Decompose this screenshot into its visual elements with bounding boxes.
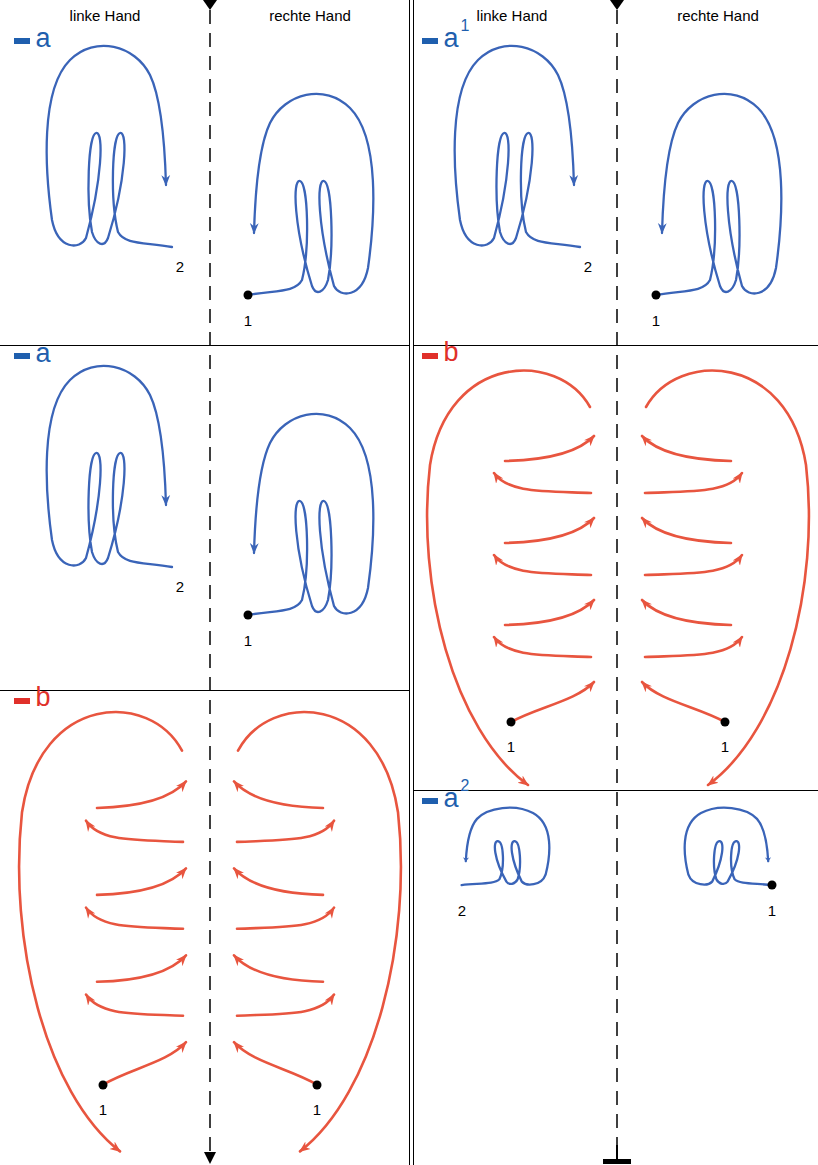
- callout-number: 1: [244, 633, 252, 648]
- callout-number: 2: [584, 259, 592, 274]
- stroke-figure: [19, 371, 809, 1152]
- column-header: rechte Hand: [677, 8, 759, 23]
- callout-number: 1: [99, 1102, 107, 1117]
- stroke-figure: [47, 46, 782, 885]
- panel-marker: [14, 38, 438, 804]
- callout-number: 2: [176, 259, 184, 274]
- callout-number: 1: [244, 313, 252, 328]
- panel-letter: a: [443, 785, 458, 812]
- column-header: linke Hand: [477, 8, 548, 23]
- callout-number: 1: [507, 739, 515, 754]
- panel-letter: b: [443, 339, 458, 366]
- panel-superscript: 2: [461, 778, 470, 794]
- panel-letter: a: [443, 25, 458, 52]
- column-header: rechte Hand: [269, 8, 351, 23]
- panel-letter: b: [35, 684, 50, 711]
- panel-letter: a: [35, 25, 50, 52]
- centre-guide: [203, 0, 631, 1164]
- callout-number: 2: [176, 579, 184, 594]
- callout-number: 1: [652, 313, 660, 328]
- callout-number: 1: [313, 1102, 321, 1117]
- callout-number: 2: [458, 903, 466, 918]
- callout-number: 1: [768, 903, 776, 918]
- start-dot: [99, 291, 777, 1090]
- column-header: linke Hand: [70, 8, 141, 23]
- callout-number: 1: [721, 739, 729, 754]
- panel-superscript: 1: [461, 18, 470, 34]
- panel-letter: a: [35, 340, 50, 367]
